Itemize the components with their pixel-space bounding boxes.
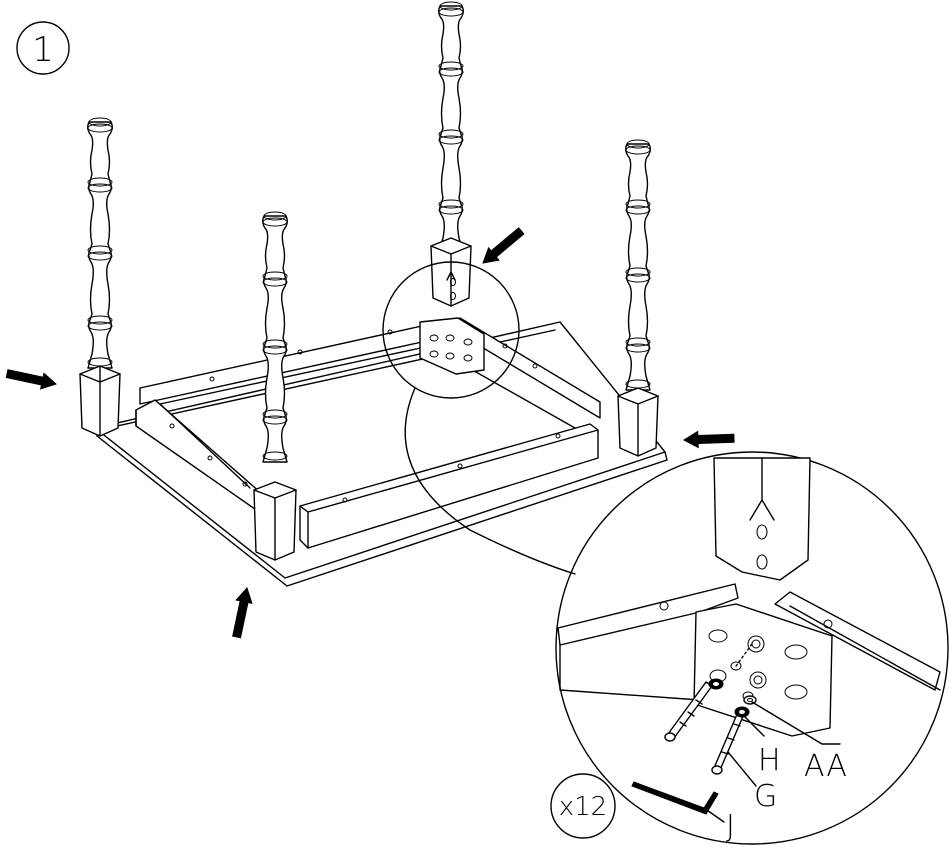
quantity-label: x12 [559, 792, 607, 822]
label-bolt: G [754, 779, 778, 814]
assembly-arrow-icon [4, 365, 59, 393]
quantity-badge: x12 [550, 773, 616, 839]
leader-j [703, 807, 725, 823]
label-flat-washer: AA [804, 749, 848, 784]
leg-front-right [617, 139, 659, 457]
step-number-badge: 1 [16, 21, 70, 75]
step-number: 1 [32, 30, 54, 70]
leader-h [743, 715, 765, 737]
leg-front-left [253, 211, 297, 561]
label-hex-key: J [726, 809, 736, 844]
detail-callout-large [555, 451, 949, 845]
assembly-arrow-icon [477, 224, 527, 270]
apron-frame [135, 317, 601, 549]
leader-g [727, 751, 757, 787]
leg-back-left [79, 117, 121, 437]
assembly-arrow-icon [228, 585, 256, 640]
leader-aa [751, 701, 841, 745]
bolt-g [664, 678, 724, 742]
detail-callout-small [382, 261, 576, 575]
label-lock-washer: H [758, 743, 782, 778]
leg-back-center [430, 1, 472, 307]
assembly-arrow-icon [683, 429, 735, 449]
